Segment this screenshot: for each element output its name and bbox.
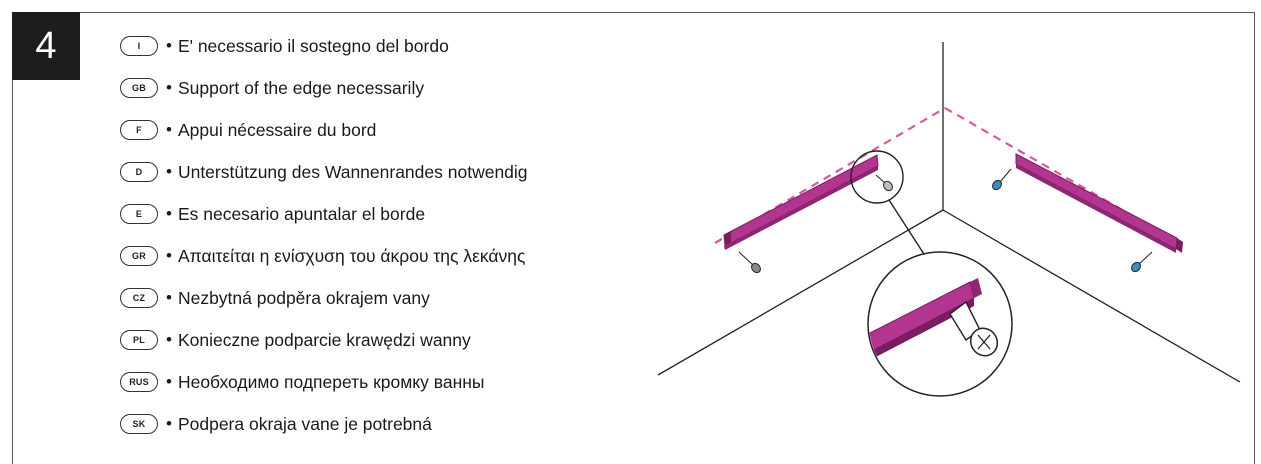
instruction-item-gr: GR • Απαιτείται η ενίσχυση του άκρου της… xyxy=(120,242,525,270)
instruction-text: Konieczne podparcie krawędzi wanny xyxy=(177,329,471,350)
instruction-text: Es necesario apuntalar el borde xyxy=(177,203,426,224)
language-code-badge: CZ xyxy=(120,288,158,308)
language-code-badge: SK xyxy=(120,414,158,434)
screw-icon xyxy=(1131,251,1153,273)
instruction-text: Unterstützung des Wannenrandes notwendig xyxy=(177,161,528,182)
support-rail-right xyxy=(1015,153,1183,253)
language-code-badge: D xyxy=(120,162,158,182)
instruction-text: E' necessario il sostegno del bordo xyxy=(177,35,449,56)
language-code-badge: GB xyxy=(120,78,158,98)
language-code-badge: RUS xyxy=(120,372,158,392)
instruction-text: Support of the edge necessarily xyxy=(177,77,425,98)
instruction-item-d: D • Unterstützung des Wannenrandes notwe… xyxy=(120,158,528,186)
instruction-text: Podpera okraja vane je potrebná xyxy=(177,413,432,434)
instruction-text: Appui nécessaire du bord xyxy=(177,119,377,140)
bullet: • xyxy=(166,78,172,97)
support-rail-left xyxy=(723,154,879,250)
language-code-badge: GR xyxy=(120,246,158,266)
bullet: • xyxy=(166,372,172,391)
bullet: • xyxy=(166,120,172,139)
instruction-item-i: I • E' necessario il sostegno del bordo xyxy=(120,32,449,60)
language-code-badge: F xyxy=(120,120,158,140)
magnifier-small-circle xyxy=(850,150,904,204)
corner-wall-lines xyxy=(657,42,1241,383)
bullet: • xyxy=(166,330,172,349)
instruction-item-f: F • Appui nécessaire du bord xyxy=(120,116,376,144)
instruction-text: Необходимо подпереть кромку ванны xyxy=(177,371,485,392)
screw-icon xyxy=(875,174,893,192)
bullet: • xyxy=(166,288,172,307)
bullet: • xyxy=(166,36,172,55)
language-code-badge: PL xyxy=(120,330,158,350)
instruction-text: Nezbytná podpěra okrajem vany xyxy=(177,287,430,308)
instruction-item-sk: SK • Podpera okraja vane je potrebná xyxy=(120,410,432,438)
bullet: • xyxy=(166,204,172,223)
bullet: • xyxy=(166,414,172,433)
edge-support-illustration xyxy=(657,42,1241,397)
bullet: • xyxy=(166,246,172,265)
instruction-item-gb: GB • Support of the edge necessarily xyxy=(120,74,424,102)
bullet: • xyxy=(166,162,172,181)
instruction-item-pl: PL • Konieczne podparcie krawędzi wanny xyxy=(120,326,471,354)
step-number-badge: 4 xyxy=(12,12,80,80)
bath-edge-dashed-line xyxy=(714,107,1186,247)
instruction-item-cz: CZ • Nezbytná podpěra okrajem vany xyxy=(120,284,430,312)
language-code-badge: I xyxy=(120,36,158,56)
instruction-text: Απαιτείται η ενίσχυση του άκρου της λεκά… xyxy=(177,245,526,266)
page-frame xyxy=(12,12,1255,464)
screw-icon xyxy=(992,168,1012,191)
instruction-item-rus: RUS • Необходимо подпереть кромку ванны xyxy=(120,368,485,396)
language-code-badge: E xyxy=(120,204,158,224)
screw-icon xyxy=(738,251,761,274)
zoom-detail-circle xyxy=(867,251,1013,397)
instruction-item-e: E • Es necesario apuntalar el borde xyxy=(120,200,425,228)
